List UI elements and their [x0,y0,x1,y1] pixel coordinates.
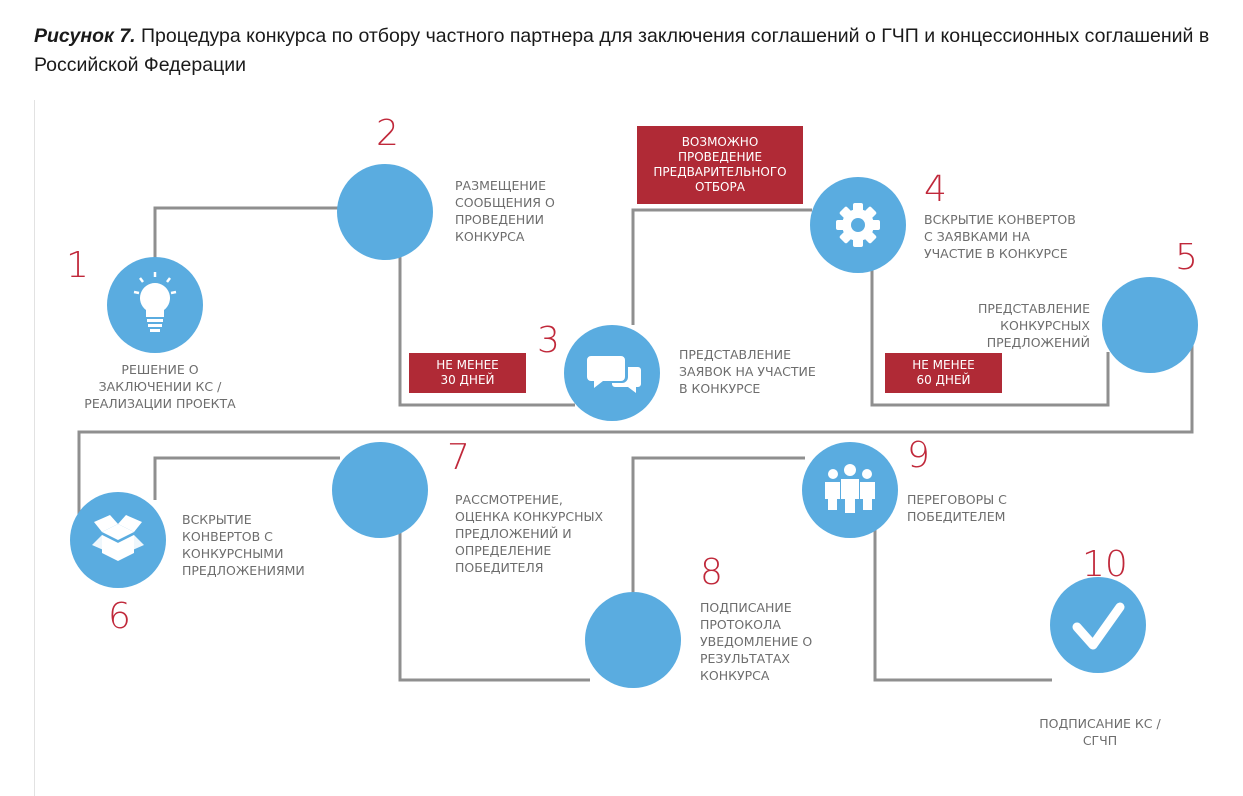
figure-caption: Рисунок 7. Процедура конкурса по отбору … [34,22,1224,80]
step-5-circle [1102,277,1198,373]
open-box-icon [92,515,144,561]
step-10-circle [1050,577,1146,673]
step-2-label: РАЗМЕЩЕНИЕ СООБЩЕНИЯ О ПРОВЕДЕНИИ КОНКУР… [455,178,555,244]
connector-9-10 [873,528,1052,682]
step-4-number: 4 [924,169,947,210]
figure-number: Рисунок 7. [34,25,136,47]
connector-7-8 [398,530,590,682]
step-8-number: 8 [700,552,723,593]
step-1-label: РЕШЕНИЕ О ЗАКЛЮЧЕНИИ КС / РЕАЛИЗАЦИИ ПРО… [84,362,236,411]
connector-8-9 [631,456,805,595]
tag-prequalification: ВОЗМОЖНО ПРОВЕДЕНИЕ ПРЕДВАРИТЕЛЬНОГО ОТБ… [637,126,803,204]
step-8-label: ПОДПИСАНИЕ ПРОТОКОЛА УВЕДОМЛЕНИЕ О РЕЗУЛ… [700,600,813,683]
step-7-label: РАССМОТРЕНИЕ, ОЦЕНКА КОНКУРСНЫХ ПРЕДЛОЖЕ… [455,492,604,575]
chat-bubbles-icon [587,356,641,393]
step-2-number: 2 [376,113,399,154]
connector-2-3 [398,255,575,407]
step-3-label: ПРЕДСТАВЛЕНИЕ ЗАЯВОК НА УЧАСТИЕ В КОНКУР… [679,347,816,396]
tag-min-60-days: НЕ МЕНЕЕ 60 ДНЕЙ [885,353,1002,393]
lightbulb-icon [133,272,177,332]
step-7-circle [332,442,428,538]
step-8-circle [585,592,681,688]
left-border [34,100,35,796]
connector-4-5 [870,270,1110,407]
checkmark-icon [1072,602,1125,650]
gear-icon [836,203,880,247]
connector-5-6 [77,325,1194,540]
step-1-number: 1 [66,245,89,286]
people-group-icon [825,464,875,513]
step-7-number: 7 [447,437,470,478]
connector-lines [77,206,1194,682]
step-4-label: ВСКРЫТИЕ КОНВЕРТОВ С ЗАЯВКАМИ НА УЧАСТИЕ… [924,212,1076,261]
step-5-label: ПРЕДСТАВЛЕНИЕ КОНКУРСНЫХ ПРЕДЛОЖЕНИЙ [977,301,1090,350]
connector-1-2 [153,206,345,260]
step-6-number: 6 [108,596,131,637]
tag-min-30-days: НЕ МЕНЕЕ 30 ДНЕЙ [409,353,526,393]
step-5-number: 5 [1175,237,1198,278]
connector-6-7 [153,456,340,500]
step-3-number: 3 [537,320,560,361]
step-6-label: ВСКРЫТИЕ КОНВЕРТОВ С КОНКУРСНЫМИ ПРЕДЛОЖ… [182,512,305,578]
figure-title: Процедура конкурса по отбору частного па… [34,25,1210,76]
step-9-number: 9 [907,435,930,476]
connector-3-4 [631,208,812,325]
step-10-number: 10 [1082,544,1128,585]
step-10-label: ПОДПИСАНИЕ КС / СГЧП [1039,716,1161,748]
step-2-circle [337,164,433,260]
step-9-label: ПЕРЕГОВОРЫ С ПОБЕДИТЕЛЕМ [907,492,1007,524]
